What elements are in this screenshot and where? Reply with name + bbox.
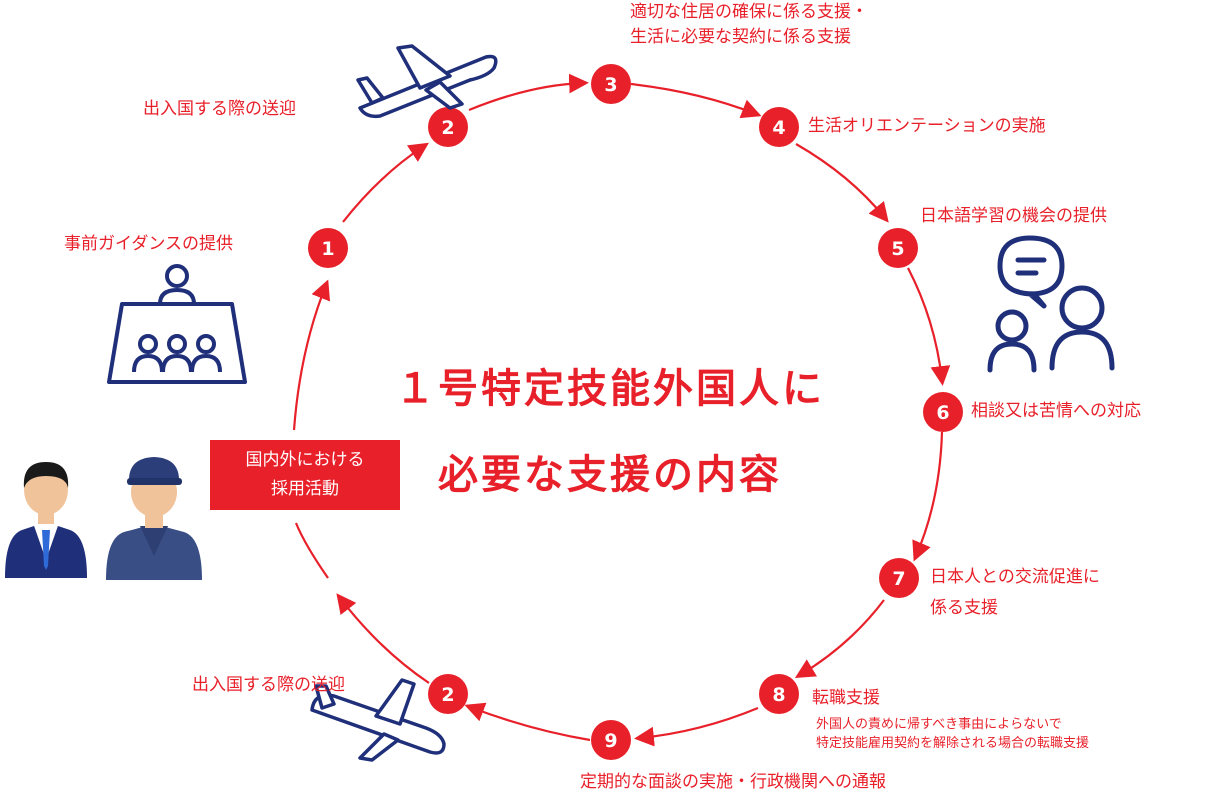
step-circle-1: 1 [308,228,348,268]
arrow-7-to-8 [794,599,885,679]
step-label-9: 定期的な面談の実施・行政機関への通報 [580,772,886,792]
step-label-3-line-1: 適切な住居の確保に係る支援・ [630,2,868,22]
businessman-icon [5,462,87,578]
svg-text:5: 5 [891,238,904,260]
airplane-icon [356,44,498,119]
svg-text:2: 2 [441,684,454,706]
title-line-2: 必要な支援の内容 [438,452,782,498]
step-label-3-line-2: 生活に必要な契約に係る支援 [630,26,851,47]
step-label-6: 相談又は苦情への対応 [971,401,1141,421]
step-label-8: 転職支援 [812,688,880,708]
step-label-2-bottom: 出入国する際の送迎 [192,675,345,695]
svg-text:4: 4 [772,117,785,139]
arrow-recruit-to-1 [292,279,331,431]
arrow-4-to-5 [795,143,889,223]
step-label-7-line-1: 日本人との交流促進に [930,567,1100,587]
step-circle-2-bottom: 2 [428,674,468,714]
line-recruit-bottom [294,522,329,579]
step-label-7-line-2: 係る支援 [930,597,998,618]
svg-text:2: 2 [441,117,454,139]
recruitment-badge: 国内外における 採用活動 [210,440,400,510]
step-label-7: 日本人との交流促進に 係る支援 [930,565,1100,620]
guidance-meeting-icon [107,264,247,384]
airplane-icon [310,678,446,762]
step-circle-2-top: 2 [428,107,468,147]
arrow-6-to-7 [912,431,944,562]
recruitment-badge-line-2: 採用活動 [271,478,339,499]
step-note-8-line-2: 特定技能雇用契約を解除される場合の転職支援 [816,735,1090,751]
cycle-arrows [292,73,951,747]
step-label-3: 適切な住居の確保に係る支援・ 生活に必要な契約に係る支援 [630,0,868,49]
step-note-8: 外国人の責めに帰すべき事由によらないで 特定技能雇用契約を解除される場合の転職支… [816,716,1089,754]
arrow-8-to-9 [634,706,759,747]
arrow-2-to-recruit [336,593,430,684]
worker-icon [106,457,202,580]
step-circle-8: 8 [759,674,799,714]
arrow-3-to-4 [630,82,762,119]
recruitment-badge-line-1: 国内外における [245,450,365,470]
consultation-people-icon [987,235,1115,373]
step-label-1: 事前ガイダンスの提供 [64,234,233,254]
step-circle-9: 9 [591,720,631,760]
step-label-5: 日本語学習の機会の提供 [920,206,1107,226]
step-note-8-line-1: 外国人の責めに帰すべき事由によらないで [816,717,1062,732]
title-line-1: １号特定技能外国人に [395,366,825,412]
step-circle-3: 3 [591,64,631,104]
step-circle-5: 5 [878,228,918,268]
step-label-2-top: 出入国する際の送迎 [143,99,296,119]
svg-text:1: 1 [321,238,334,260]
step-circle-4: 4 [759,107,799,147]
step-circle-7: 7 [879,558,919,598]
arrow-2-to-3 [468,73,589,112]
svg-text:9: 9 [604,730,617,752]
step-label-4: 生活オリエンテーションの実施 [808,116,1046,136]
arrow-5-to-6 [907,267,951,386]
arrow-9-to-2 [464,702,591,742]
arrow-1-to-2 [342,142,429,223]
svg-text:3: 3 [604,74,617,96]
step-markers: 1 2 3 4 5 6 7 8 9 2 [308,64,963,760]
svg-text:8: 8 [772,684,785,706]
svg-text:7: 7 [892,568,905,590]
svg-text:6: 6 [936,402,949,424]
step-circle-6: 6 [923,392,963,432]
